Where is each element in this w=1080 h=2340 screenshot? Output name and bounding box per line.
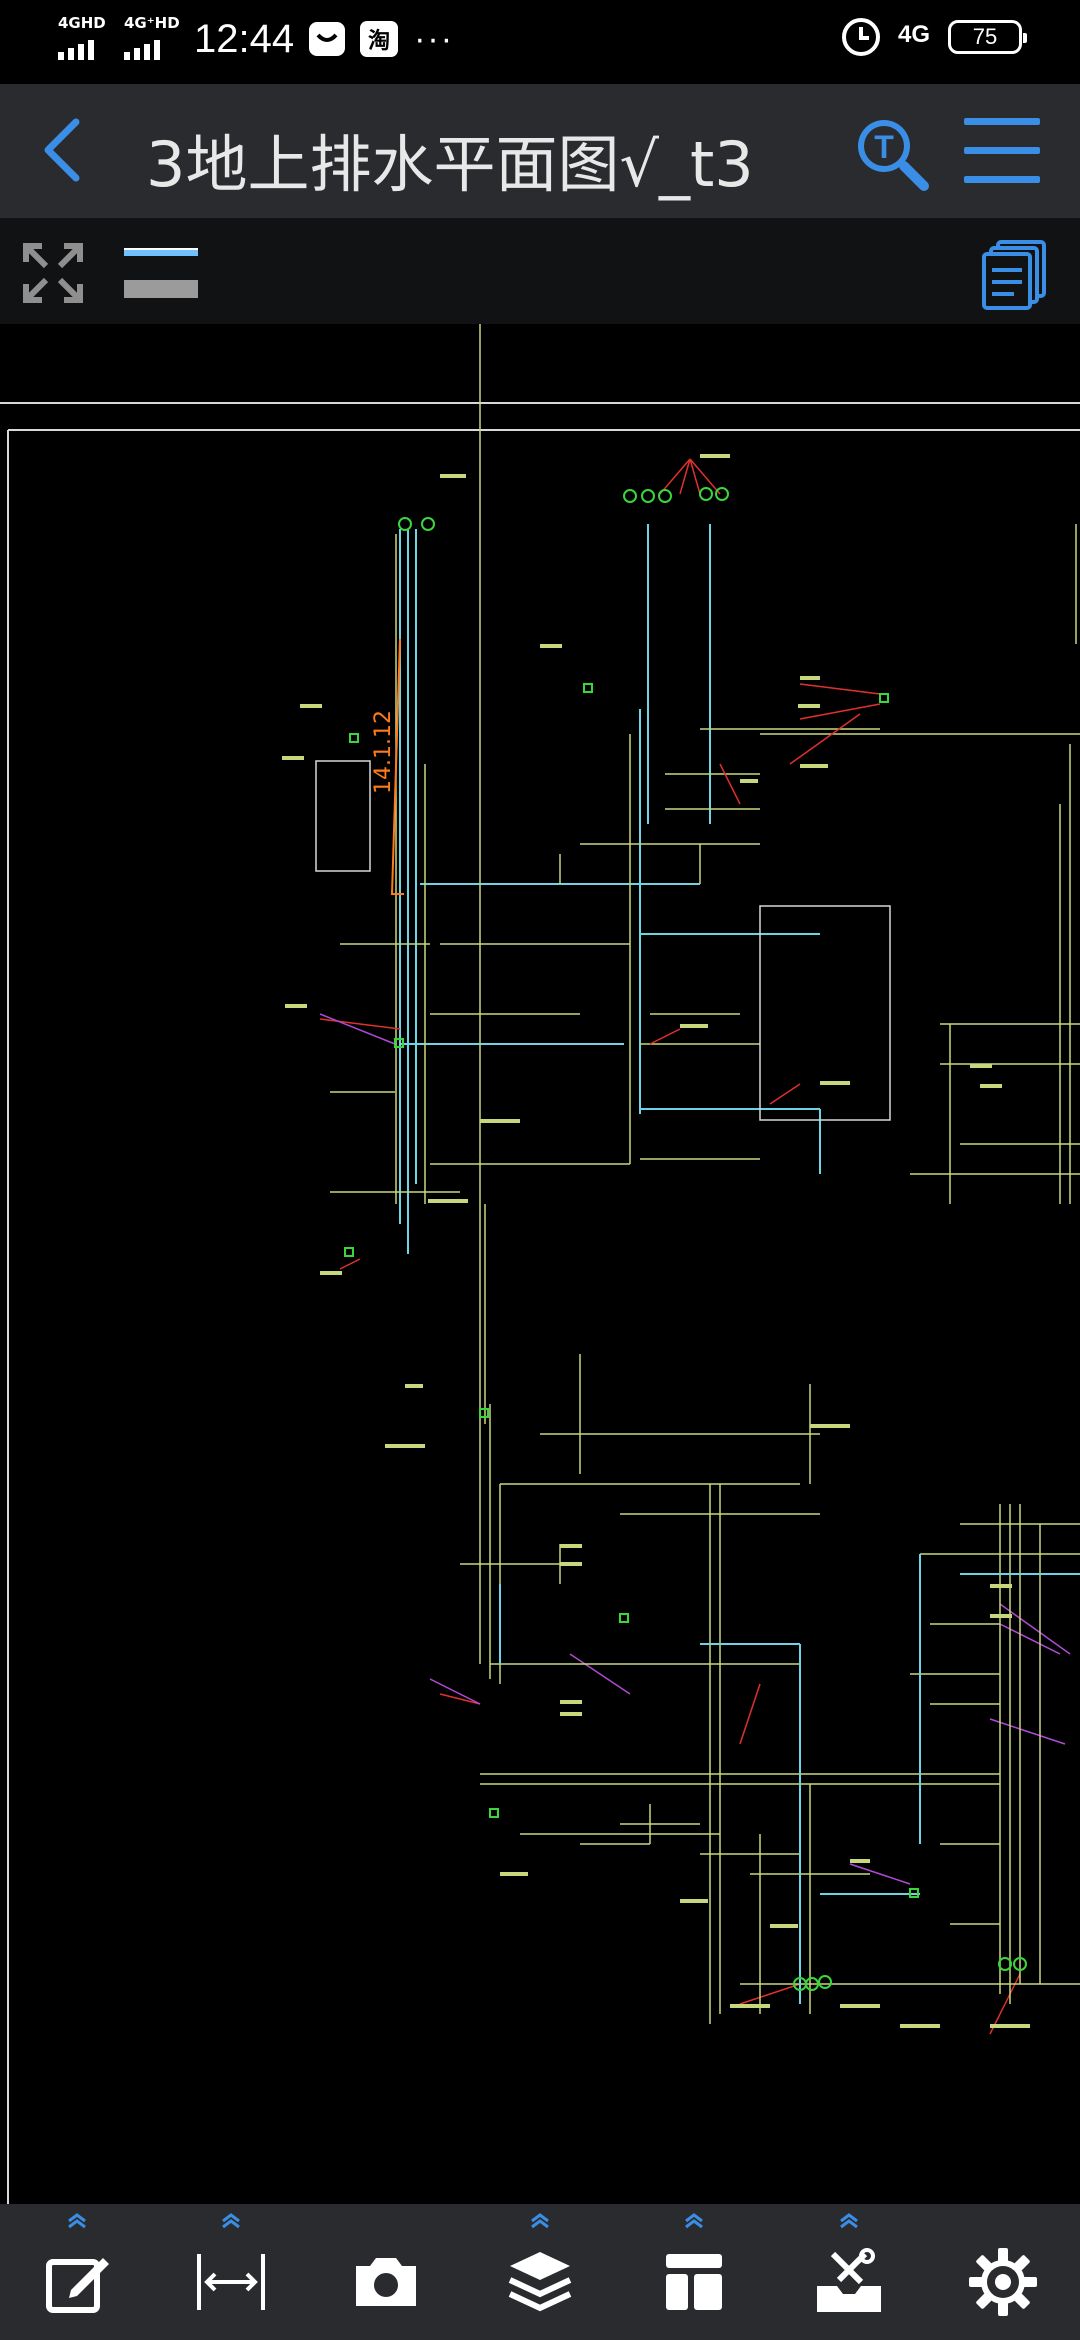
expand-icon [23,243,83,303]
chevron-up-icon [68,2213,87,2229]
camera-icon [355,2258,416,2306]
bottom-toolbar [0,2204,1080,2340]
chevron-up-icon [839,2213,858,2229]
signal-label: 4GHD [58,14,106,32]
cad-drawing: 14.1.12 [0,324,1080,2204]
battery-level: 75 [972,24,998,49]
layout-icon [666,2254,723,2310]
alarm-icon [841,18,880,56]
zoom-extents-button[interactable] [18,238,88,308]
edit-icon [46,2258,110,2313]
back-button[interactable] [36,114,92,186]
page-title: 3地上排水平面图√_t3 [146,128,754,201]
search-icon: T [858,120,929,191]
chevron-up-icon [685,2213,704,2229]
drawing-annotation: 14.1.12 [371,710,396,794]
status-left: 4GHD 4G⁺HD 12:44 淘 ··· [56,14,454,64]
documents-icon [982,240,1046,310]
line-width-thin-icon [124,248,198,256]
network-type: 4G [897,21,930,48]
drawing-list-button[interactable] [980,238,1050,312]
status-right: 4G 75 [841,18,1027,56]
drawing-toolbar [0,218,1080,324]
cad-drawing-canvas[interactable]: 14.1.12 [0,324,1080,2204]
settings-button[interactable] [926,2204,1080,2340]
settings-icon [968,2248,1037,2316]
title-bar: 3地上排水平面图√_t3 T [0,84,1080,218]
svg-text:T: T [874,129,894,165]
chevron-left-icon [44,118,80,182]
tools-button[interactable] [771,2204,925,2340]
menu-button[interactable] [964,118,1040,186]
signal-icon-sim2: 4G⁺HD [122,14,180,64]
camera-button[interactable] [309,2204,463,2340]
chevron-up-icon [222,2213,241,2229]
search-text-button[interactable]: T [852,114,932,194]
chevron-up-icon [531,2213,549,2229]
clock: 12:44 [194,16,295,61]
line-width-button[interactable] [124,240,200,302]
measure-icon [197,2254,266,2310]
more-notifications-icon: ··· [414,19,455,58]
edit-button[interactable] [0,2204,154,2340]
battery-icon: 75 [948,20,1027,54]
layout-button[interactable] [617,2204,771,2340]
tools-icon [816,2248,881,2312]
measure-button[interactable] [154,2204,308,2340]
message-icon [309,22,346,56]
status-bar: 4GHD 4G⁺HD 12:44 淘 ··· 4G 75 [0,0,1080,84]
taobao-icon: 淘 [360,21,399,57]
menu-icon [964,118,1040,125]
layers-button[interactable] [463,2204,617,2340]
signal-icon-sim1: 4GHD [56,14,108,64]
line-width-thick-icon [124,280,198,298]
signal-label: 4G⁺HD [124,14,180,32]
layers-icon [508,2252,572,2312]
